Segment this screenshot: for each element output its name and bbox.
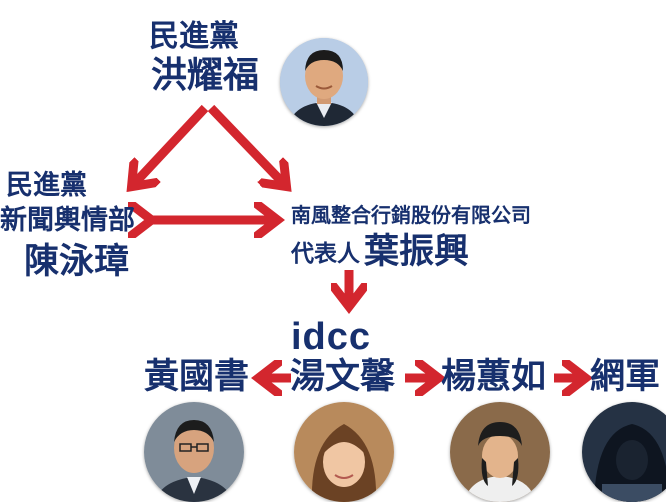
top-name-label: 洪耀福 <box>151 55 260 96</box>
person1-name: 黃國書 <box>144 357 250 397</box>
left-dept-label: 新聞輿情部 <box>0 205 135 236</box>
idcc-logo-text: idcc <box>291 316 372 358</box>
woman-portrait-icon <box>294 402 394 502</box>
man-glasses-portrait-icon <box>144 402 244 502</box>
woman-hat-portrait-icon <box>450 402 550 502</box>
right-role-label: 代表人 <box>291 241 360 267</box>
top-party-label: 民進黨 <box>149 19 239 54</box>
person2-name: 湯文馨 <box>290 357 396 397</box>
person3-name: 楊蕙如 <box>441 357 547 397</box>
hooded-hacker-icon <box>582 402 666 502</box>
left-party-label: 民進黨 <box>6 170 87 201</box>
man-portrait-icon <box>280 38 368 126</box>
left-name-label: 陳泳璋 <box>24 242 130 282</box>
right-name-label: 葉振興 <box>364 232 470 272</box>
arrow-top-to-right <box>207 104 284 184</box>
right-company-label: 南風整合行銷股份有限公司 <box>291 203 531 227</box>
person4-name: 網軍 <box>590 357 661 397</box>
arrow-top-to-left <box>134 104 209 184</box>
